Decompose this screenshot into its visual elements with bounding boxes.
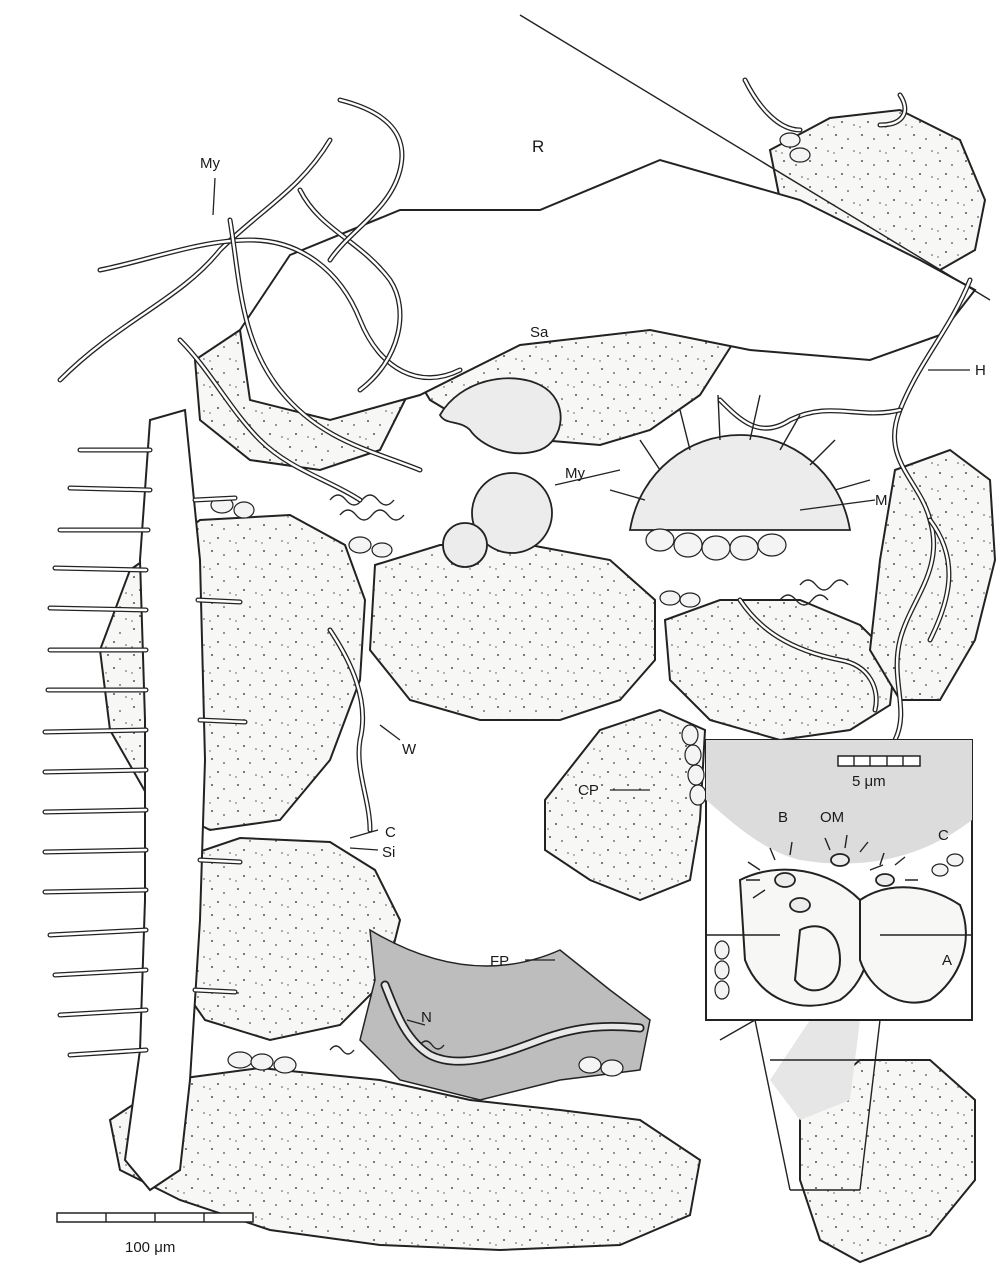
label-inset-aggregate: A	[942, 952, 952, 969]
label-root: R	[532, 137, 544, 156]
magnified-inset	[706, 740, 972, 1020]
scale-bar-inset-label: 5 μm	[852, 773, 886, 790]
label-mite: M	[875, 492, 888, 509]
scale-bar-main-label: 100 μm	[125, 1239, 175, 1256]
mycelium-sphere-small	[443, 523, 487, 567]
label-water: W	[402, 741, 417, 758]
label-inset-bacteria: B	[778, 809, 788, 826]
label-mycelium-top: My	[200, 155, 220, 172]
label-fine-pore: FP	[490, 953, 509, 970]
root-left	[125, 410, 205, 1190]
label-coarse-pore: CP	[578, 782, 599, 799]
scale-bar-main: 100 μm	[57, 1213, 253, 1256]
label-clay: C	[385, 824, 396, 841]
label-silt: Si	[382, 844, 395, 861]
label-nematode: N	[421, 1009, 432, 1026]
label-inset-organic-matter: OM	[820, 809, 844, 826]
label-inset-clay: C	[938, 827, 949, 844]
label-sand: Sa	[530, 324, 549, 341]
label-hypha: H	[975, 362, 986, 379]
label-mycelium-sphere: My	[565, 465, 585, 482]
